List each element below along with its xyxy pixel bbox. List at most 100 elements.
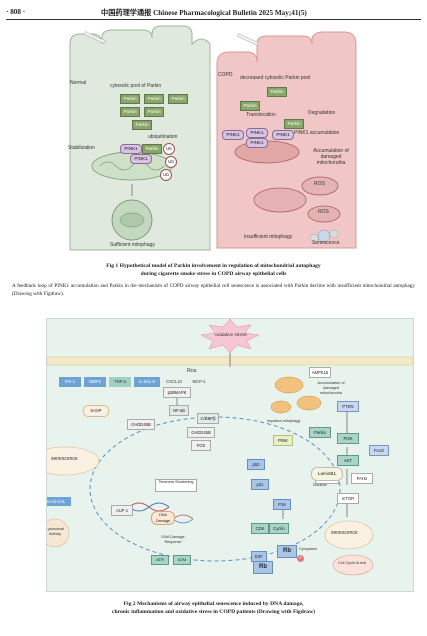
dna-damage-node: DNA Damage [151, 511, 175, 525]
impaired-mitophagy-label: Impaired mitophagy [267, 419, 301, 423]
lysosomal-activity-label: Lysosomal Activity [46, 527, 64, 536]
p16-box: P16 [273, 499, 291, 510]
senescence-label: Senescence [312, 240, 340, 246]
ros-label: Ros [187, 368, 197, 374]
page-number: · 808 · [6, 8, 26, 16]
cigarette-icon [236, 33, 259, 46]
translocation-label: Translocation [246, 112, 276, 118]
figure-1: Normal cytosolic pool of Parkin Parkin P… [62, 24, 365, 258]
pink1-box: PINK1 [222, 130, 244, 140]
cdk-box: CDK [251, 523, 269, 534]
figure-1-caption-line2: during cigarette smoke stress in COPD ai… [140, 271, 287, 277]
auf1-box: AUF-1 [111, 505, 133, 516]
nfkb-box: NF-κB [169, 405, 189, 416]
gadd45b-box: GADD45B [127, 419, 155, 430]
parkin-box: Parkin [267, 87, 287, 97]
sa-bgal-box: SA-β-GAL [47, 497, 71, 506]
p53-box: p53 [247, 459, 265, 470]
senescent-cell-icon [317, 229, 331, 243]
nucleus-label: Nucleus [313, 483, 327, 487]
sasp-node: SASP [83, 405, 109, 417]
oxidative-stress-label: oxidative stress [215, 332, 247, 337]
parkin-box: Parkin [142, 144, 162, 154]
ub-bubble: Ub [165, 156, 177, 168]
parkin-box: Parkin [120, 94, 140, 104]
mitochondrion-icon [274, 376, 304, 394]
parkin-box: Parkin [309, 427, 331, 438]
atm-box: ATM [173, 555, 191, 565]
atr-box: ATR [151, 555, 169, 565]
akt-box: AKT [337, 455, 359, 466]
journal-title: 中国药理学通报 Chinese Pharmacological Bulletin… [101, 9, 307, 17]
foxo-box: FoxO [369, 445, 389, 456]
cytosolic-pool-label: cytosolic pool of Parkin [110, 83, 162, 89]
senescence-left-label: senescence [51, 456, 78, 462]
figure-2-caption: Fig 2 Mechanisms of airway epithelial se… [20, 600, 407, 616]
cyclin-box: Cyclin [269, 523, 289, 534]
pink1-box: PINK1 [246, 128, 268, 138]
cebpb-box: C/EBPβ [197, 413, 219, 424]
cytokine-chip: IL-6/IL-8 [134, 377, 160, 387]
cytokine-chip: TNF-α [109, 377, 131, 387]
pink1-box: PINK1 [130, 154, 152, 164]
gadd45b-box: GADD45B [187, 427, 215, 438]
cytokine-chip: PAI-1 [59, 377, 81, 387]
ampk-box: AMPK15 [309, 367, 331, 378]
cell-cycle-arrest-label: Cell Cycle Arrest [337, 561, 367, 565]
ros-label: ROS [314, 181, 325, 187]
pten-box: PTEN [337, 401, 359, 412]
telomere-box: Telomere Shortening [155, 479, 197, 492]
ub-bubble: Ub [163, 143, 175, 155]
figure-1-caption: Fig 1 Hypothetical model of Parkin invol… [20, 262, 407, 278]
rb-box: Rb [277, 545, 297, 558]
header-rule [6, 19, 421, 20]
parkin-box: Parkin [132, 120, 152, 130]
figure-1-illustration [69, 25, 357, 251]
cytokine-chip: MCP-1 [188, 377, 210, 387]
sufficient-mitophagy-label: Sufficient mitophagy [110, 242, 155, 248]
pink-box: PINK [273, 435, 293, 446]
ubiquitination-label: ubiquitination [148, 134, 178, 140]
dna-damage-response-label: DNA Damage Response [161, 535, 185, 544]
cytokine-chip: CXCL10 [163, 377, 185, 387]
accumulation-damaged-label: Accumulation of damaged mitochondria [317, 381, 345, 395]
stabilization-label: Stabilization [68, 145, 95, 151]
figure-2-caption-line1: Fig 2 Mechanisms of airway epithelial se… [123, 601, 304, 607]
figure-1-description: A feedback loop of PINK1 accumulation an… [12, 283, 415, 297]
pink1-box: PINK1 [120, 144, 142, 154]
phosphate-badge: P [297, 555, 304, 562]
decreased-pool-label: decreased cytosolic Parkin pool [240, 75, 311, 81]
parkin-box: Parkin [144, 94, 164, 104]
figure-2-caption-line2: chronic inflammation and oxidative stres… [111, 609, 316, 615]
pi3k-box: PI3K [337, 433, 359, 444]
parkin-box: Parkin [120, 107, 140, 117]
accumulation-damaged-label: Accumulation of damaged mitochondria [313, 148, 349, 166]
pink1-box: PINK1 [246, 138, 268, 148]
pink1-accumulation-label: PINK1 accumulation [294, 130, 340, 136]
parkin-box: Parkin [168, 94, 188, 104]
p38mapk-box: p38MAPK [163, 387, 191, 398]
nucleus-boundary [89, 416, 341, 562]
laminb1-node: LaminB1 [311, 467, 343, 481]
pink1-box: PINK1 [272, 130, 294, 140]
figure-2: oxidative stress PAI-1 MMPs TNF-α IL-6/I… [46, 318, 414, 592]
insufficient-mitophagy-label: Insufficient mitophagy [244, 234, 293, 240]
ros-label: ROS [318, 209, 329, 215]
mtor-box: mTOR [337, 493, 359, 504]
p21-box: p21 [251, 479, 269, 490]
figure-1-caption-line1: Fig 1 Hypothetical model of Parkin invol… [106, 263, 321, 269]
ub-bubble: Ub [160, 169, 172, 181]
senescent-cell-icon [324, 520, 374, 550]
figure-2-illustration [47, 319, 413, 576]
normal-label: Normal [70, 80, 87, 86]
parkin-box: Parkin [284, 119, 304, 129]
rb-box: Rb [253, 561, 273, 574]
cytokine-row: PAI-1 MMPs TNF-α IL-6/IL-8 CXCL10 MCP-1 [59, 377, 219, 389]
parkin-box: Parkin [240, 101, 260, 111]
pah2-box: PAH2 [351, 473, 373, 484]
cigarette-icon [83, 31, 106, 44]
fos-box: FOS [191, 440, 211, 451]
cytoplasm-label: Cytoplasm [299, 547, 317, 551]
senescence-right-label: senescence [331, 530, 358, 536]
copd-label: COPD [218, 72, 233, 78]
